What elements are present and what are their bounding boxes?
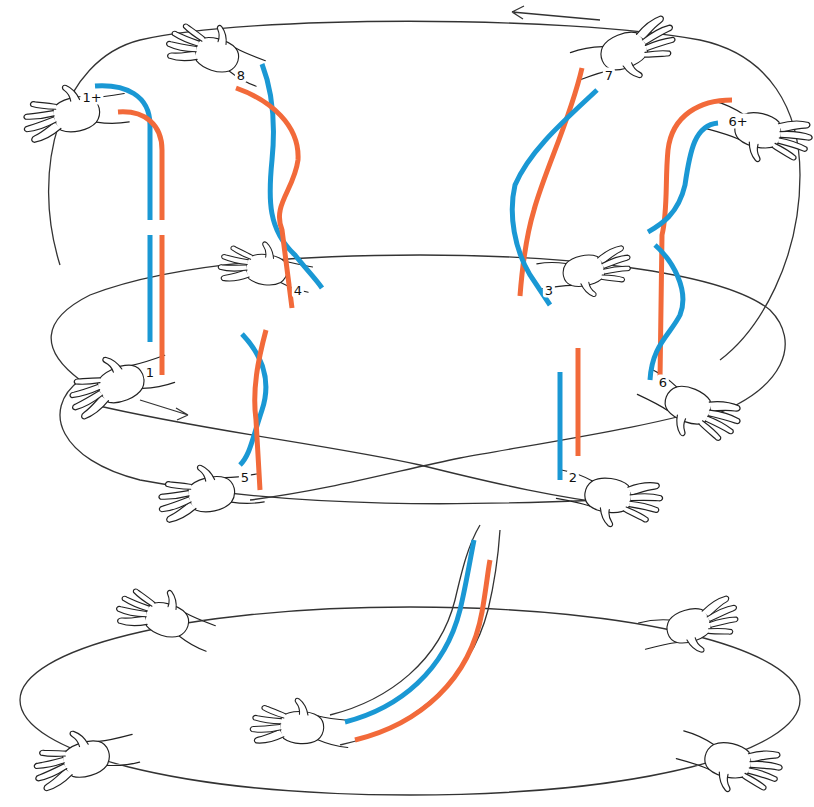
callout-number: 4 — [292, 283, 304, 298]
hand — [672, 727, 786, 803]
red-strip — [118, 112, 162, 375]
callout-number: 2 — [567, 470, 579, 485]
callout-number: 6+ — [726, 114, 749, 129]
direction-arrow — [140, 400, 188, 420]
blue-strip — [95, 86, 150, 342]
hand — [569, 13, 685, 97]
callout-number: 6 — [657, 375, 669, 390]
crossing-path — [95, 405, 620, 505]
hand — [553, 466, 665, 534]
callout-number: 8 — [235, 68, 247, 83]
hand — [536, 245, 635, 306]
red-strip — [236, 88, 298, 308]
callout-number: 1+ — [80, 90, 103, 105]
red-strip — [520, 68, 582, 296]
callout-number: 3 — [543, 283, 555, 298]
hand — [638, 594, 746, 666]
hand — [112, 575, 221, 654]
red-strip — [576, 348, 581, 456]
arm-outline — [340, 530, 500, 745]
hand — [153, 455, 265, 523]
callout-number: 7 — [603, 68, 615, 83]
hand — [630, 365, 746, 455]
hand — [60, 338, 176, 422]
hand — [162, 10, 271, 89]
callout-number: 5 — [239, 470, 251, 485]
blue-strip — [648, 123, 718, 380]
hand — [702, 97, 814, 173]
blue-strip — [512, 90, 597, 305]
hand — [249, 694, 352, 750]
blue-strip — [345, 540, 474, 722]
middle-orbit-front — [60, 380, 600, 504]
direction-arrow — [512, 6, 600, 20]
hand — [26, 716, 140, 792]
red-strip — [355, 560, 490, 740]
red-strip — [255, 330, 266, 490]
callout-number: 1 — [144, 365, 156, 380]
blue-strip — [558, 372, 563, 480]
